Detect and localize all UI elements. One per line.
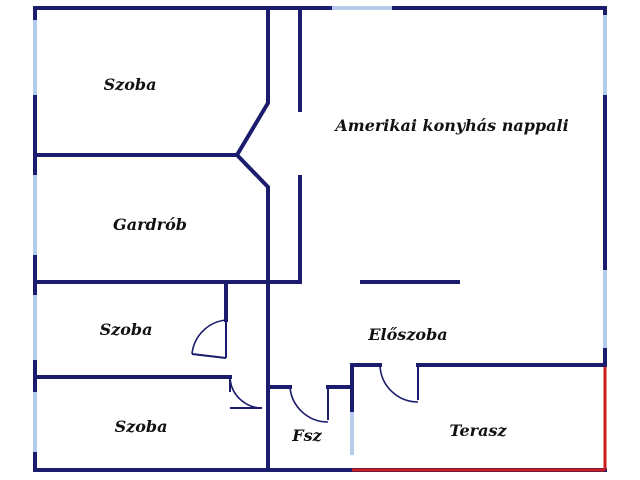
door-szoba-bottom [229,376,263,409]
room-label-gardrob: Gardrób [113,215,187,234]
room-labels: Szoba Gardrób Amerikai konyhás nappali S… [100,75,569,445]
wall-terrace-left [350,363,382,412]
room-label-nappali: Amerikai konyhás nappali [333,116,568,135]
door-terrace [379,364,419,403]
room-label-fsz: Fsz [291,426,322,445]
door-szoba-mid [191,319,227,359]
wall-angled-corridor [234,6,270,284]
terrace-railing [352,367,607,472]
room-label-szoba-top: Szoba [104,75,157,94]
room-label-szoba-bottom: Szoba [115,417,168,436]
room-label-terasz: Terasz [449,421,507,440]
doors [191,319,419,423]
door-fsz [289,386,329,423]
room-label-szoba-mid: Szoba [100,320,153,339]
room-label-eloszoba: Előszoba [367,325,447,344]
